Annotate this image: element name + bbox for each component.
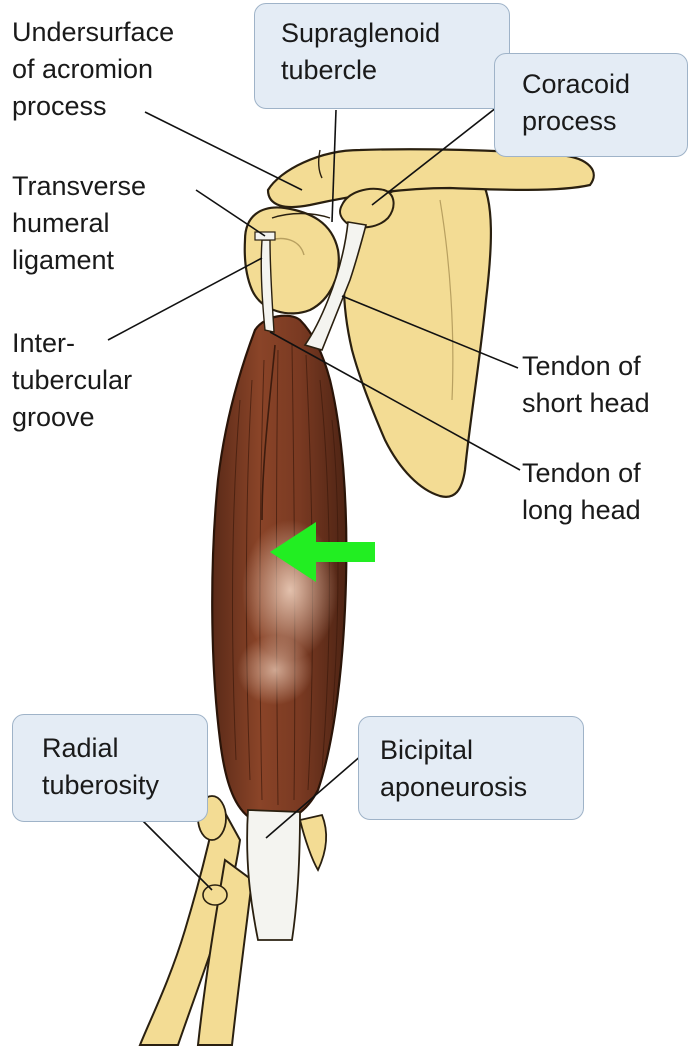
- label-coracoid-process: Coracoid process: [522, 66, 630, 140]
- label-supraglenoid-tubercle: Supraglenoid tubercle: [281, 15, 440, 89]
- label-radial-tuberosity: Radial tuberosity: [42, 730, 159, 804]
- label-undersurface-acromion: Undersurface of acromion process: [12, 14, 174, 125]
- distal-tendon: [247, 810, 300, 940]
- label-tendon-long-head: Tendon of long head: [522, 455, 641, 529]
- label-intertubercular-groove: Inter- tubercular groove: [12, 325, 132, 436]
- label-tendon-short-head: Tendon of short head: [522, 348, 650, 422]
- leader-transverse: [196, 190, 265, 236]
- label-transverse-humeral-ligament: Transverse humeral ligament: [12, 168, 146, 279]
- label-bicipital-aponeurosis: Bicipital aponeurosis: [380, 732, 527, 806]
